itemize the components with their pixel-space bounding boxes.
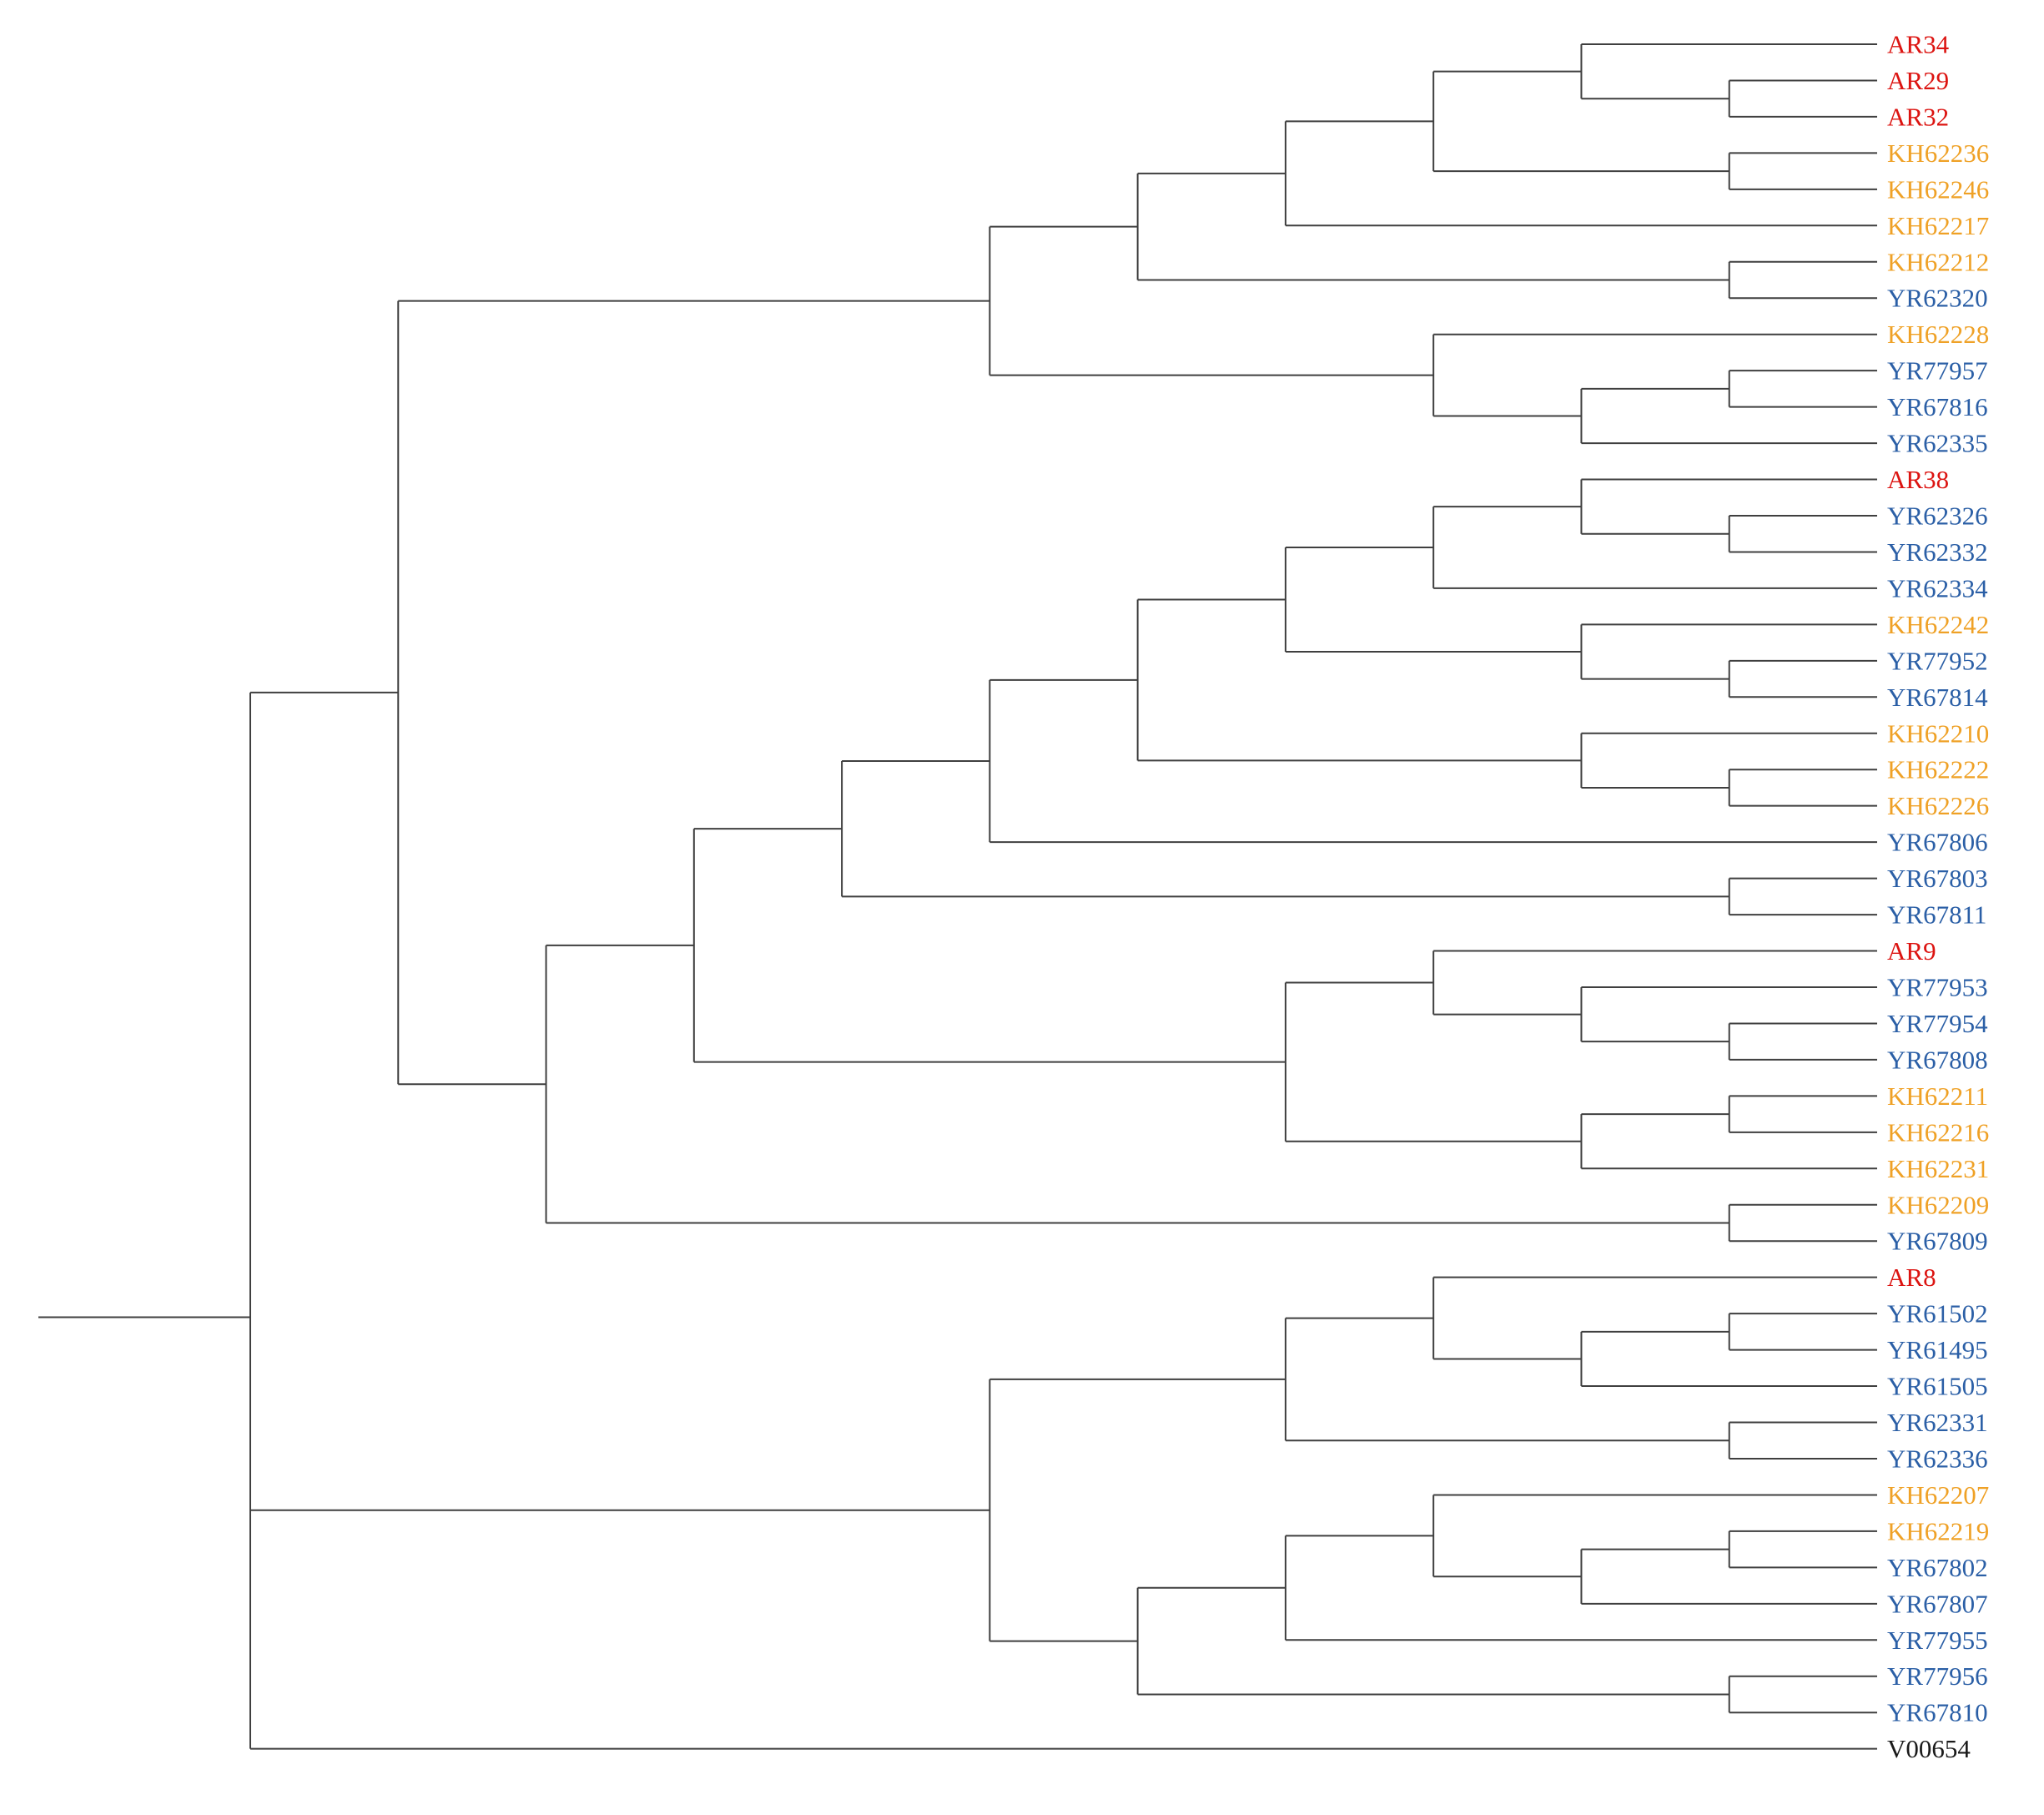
leaf-label-V00654: V00654 [1887,1734,1971,1763]
leaf-label-YR77956: YR77956 [1887,1661,1988,1691]
leaf-label-YR62320: YR62320 [1887,284,1988,313]
leaf-label-YR61502: YR61502 [1887,1299,1988,1328]
leaf-label-YR77954: YR77954 [1887,1009,1988,1038]
leaf-label-KH62246: KH62246 [1887,174,1989,204]
leaf-label-KH62219: KH62219 [1887,1516,1989,1545]
leaf-label-YR62331: YR62331 [1887,1408,1988,1437]
leaf-label-YR62326: YR62326 [1887,501,1988,530]
leaf-label-KH62211: KH62211 [1887,1081,1988,1111]
leaf-label-KH62209: KH62209 [1887,1190,1989,1219]
leaf-label-AR38: AR38 [1887,465,1949,494]
leaf-label-YR77953: YR77953 [1887,972,1988,1001]
leaf-label-KH62212: KH62212 [1887,247,1989,276]
leaf-label-YR67802: YR67802 [1887,1553,1988,1582]
leaf-label-YR62336: YR62336 [1887,1444,1988,1473]
leaf-label-AR9: AR9 [1887,936,1936,965]
leaf-label-YR67807: YR67807 [1887,1589,1988,1618]
leaf-label-AR32: AR32 [1887,102,1949,131]
leaf-label-YR62335: YR62335 [1887,429,1988,458]
leaf-label-KH62222: KH62222 [1887,755,1989,784]
leaf-label-AR29: AR29 [1887,66,1949,95]
leaf-label-YR67806: YR67806 [1887,828,1988,857]
leaf-label-YR67803: YR67803 [1887,864,1988,893]
leaf-label-YR77957: YR77957 [1887,356,1988,386]
leaf-label-KH62210: KH62210 [1887,718,1989,748]
leaf-label-KH62207: KH62207 [1887,1480,1989,1510]
leaf-label-YR62332: YR62332 [1887,537,1988,567]
leaf-label-YR67809: YR67809 [1887,1227,1988,1256]
leaf-label-YR62334: YR62334 [1887,573,1988,602]
leaf-label-YR67816: YR67816 [1887,392,1988,421]
leaf-label-YR67808: YR67808 [1887,1045,1988,1074]
leaf-label-YR77955: YR77955 [1887,1626,1988,1655]
leaf-label-KH62231: KH62231 [1887,1154,1989,1183]
leaf-label-YR67814: YR67814 [1887,683,1988,712]
leaf-label-KH62228: KH62228 [1887,320,1989,349]
leaf-label-KH62236: KH62236 [1887,139,1989,168]
leaf-label-YR67811: YR67811 [1887,900,1986,930]
leaf-label-YR77952: YR77952 [1887,646,1988,675]
leaf-label-YR67810: YR67810 [1887,1698,1988,1727]
leaf-label-YR61505: YR61505 [1887,1372,1988,1401]
leaf-label-KH62216: KH62216 [1887,1117,1989,1147]
leaf-label-KH62217: KH62217 [1887,211,1989,240]
leaf-label-KH62226: KH62226 [1887,791,1989,820]
leaf-label-AR8: AR8 [1887,1263,1936,1292]
leaf-label-YR61495: YR61495 [1887,1335,1988,1364]
leaf-label-KH62242: KH62242 [1887,610,1989,639]
leaf-label-AR34: AR34 [1887,30,1950,59]
